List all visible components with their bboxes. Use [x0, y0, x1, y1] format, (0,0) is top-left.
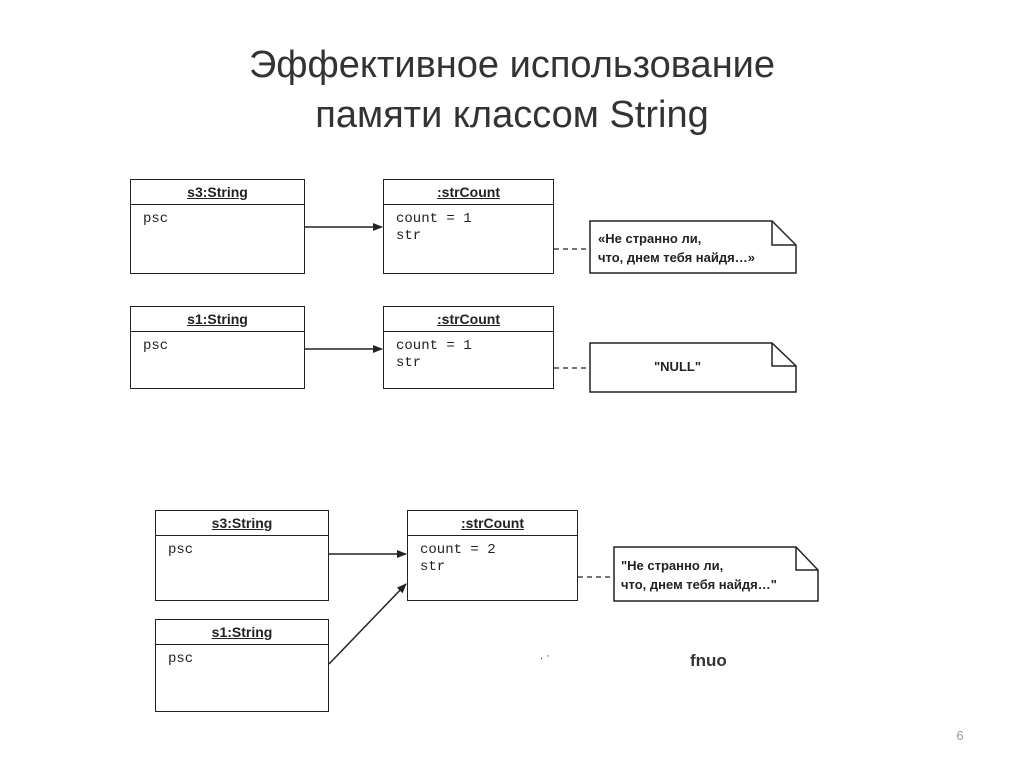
str-field: str	[396, 228, 422, 244]
s1-string-object: s1:String psc	[130, 306, 305, 389]
stray-text: fnuo	[690, 651, 727, 670]
strcount-object: :strCount count = 1 str	[383, 306, 554, 389]
count-field: count = 1	[396, 338, 472, 354]
note-line-1: "NULL"	[654, 359, 701, 374]
object-field: psc	[168, 651, 194, 667]
object-title: :strCount	[408, 511, 577, 536]
object-title: :strCount	[384, 307, 553, 332]
note-shape-1	[589, 220, 797, 274]
note-line-2: что, днем тебя найдя…»	[598, 250, 755, 265]
arrow-s1-to-strcount-3	[328, 583, 407, 665]
stray-dots: . ·	[540, 650, 550, 662]
note-shape-2	[589, 342, 797, 393]
s3-string-object: s3:String psc	[155, 510, 329, 601]
title-line-2: памяти классом String	[315, 94, 709, 136]
title-line-1: Эффективное использование	[248, 44, 776, 86]
strcount-object: :strCount count = 1 str	[383, 179, 554, 274]
count-field: count = 1	[396, 211, 472, 227]
str-field: str	[420, 559, 446, 575]
object-field: psc	[143, 338, 169, 354]
note-line-1: "Не странно ли,	[621, 558, 724, 573]
count-field: count = 2	[420, 542, 496, 558]
s3-string-object: s3:String psc	[130, 179, 305, 274]
note-text-3: "Не странно ли, что, днем тебя найдя…"	[621, 556, 777, 594]
object-field: psc	[168, 542, 194, 558]
note-text-1: «Не странно ли, что, днем тебя найдя…»	[598, 229, 755, 267]
object-field: psc	[143, 211, 169, 227]
s1-string-object: s1:String psc	[155, 619, 329, 712]
str-field: str	[396, 355, 422, 371]
object-title: s3:String	[131, 180, 304, 205]
object-title: :strCount	[384, 180, 553, 205]
note-text-2: "NULL"	[654, 357, 701, 376]
note-line-1: «Не странно ли,	[598, 231, 702, 246]
note-line-2: что, днем тебя найдя…"	[621, 577, 777, 592]
object-title: s1:String	[131, 307, 304, 332]
object-title: s3:String	[156, 511, 328, 536]
object-title: s1:String	[156, 620, 328, 645]
slide-title: Эффективное использование памяти классом…	[0, 40, 1024, 140]
note-shape-3	[613, 546, 819, 602]
strcount-object: :strCount count = 2 str	[407, 510, 578, 601]
page-number: 6	[956, 728, 964, 743]
